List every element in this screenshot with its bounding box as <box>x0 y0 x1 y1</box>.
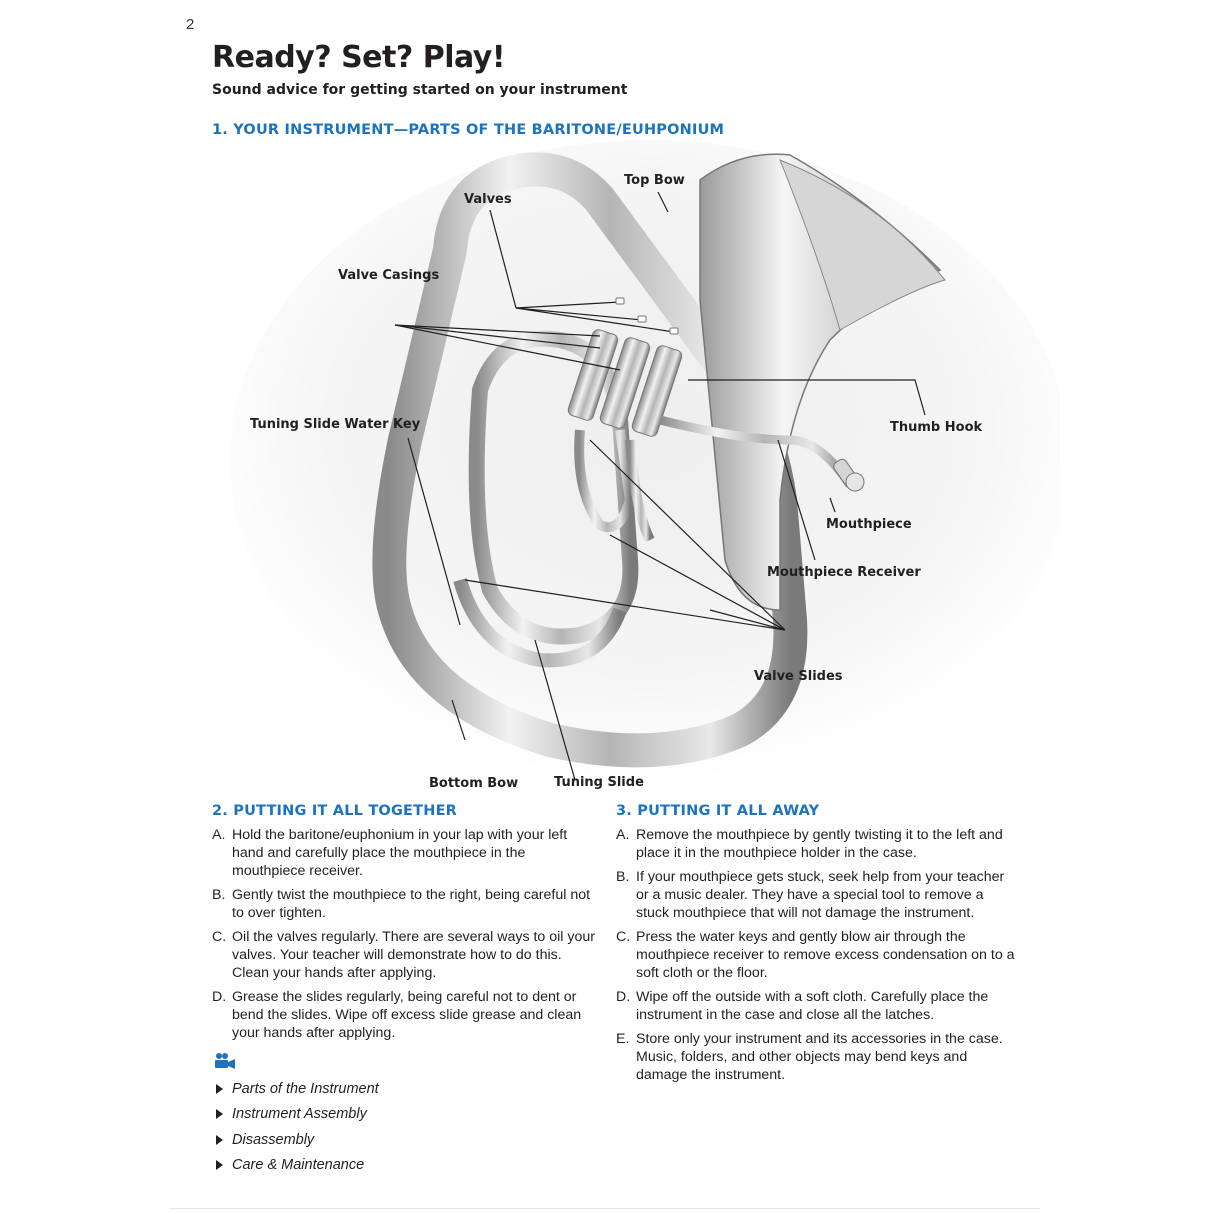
play-arrow-icon <box>216 1084 223 1094</box>
label-valve-slides: Valve Slides <box>754 669 843 684</box>
video-link-care[interactable]: Care & Maintenance <box>216 1155 379 1180</box>
euphonium-diagram: Top Bow Valves Valve Casings Tuning Slid… <box>180 140 1060 810</box>
list-item: A.Remove the mouthpiece by gently twisti… <box>616 827 1003 861</box>
label-valves: Valves <box>464 192 512 207</box>
label-mouthpiece-receiver: Mouthpiece Receiver <box>767 565 921 580</box>
euphonium-illustration <box>230 140 1060 781</box>
section-3-heading: 3. PUTTING IT ALL AWAY <box>616 803 820 819</box>
list-item: B.If your mouthpiece gets stuck, seek he… <box>616 869 1005 921</box>
list-item: E.Store only your instrument and its acc… <box>616 1031 1003 1083</box>
video-link-parts[interactable]: Parts of the Instrument <box>216 1079 379 1104</box>
footer-divider <box>170 1208 1040 1209</box>
play-arrow-icon <box>216 1109 223 1120</box>
page-number: 2 <box>186 16 195 33</box>
label-tuning-slide: Tuning Slide <box>554 775 644 790</box>
list-item: D.Wipe off the outside with a soft cloth… <box>616 989 989 1023</box>
video-links-list: Parts of the Instrument Instrument Assem… <box>216 1079 379 1180</box>
label-mouthpiece: Mouthpiece <box>826 517 912 532</box>
play-arrow-icon <box>216 1159 223 1170</box>
label-thumb-hook: Thumb Hook <box>890 420 983 435</box>
label-bottom-bow: Bottom Bow <box>429 776 519 791</box>
section-1-heading: 1. YOUR INSTRUMENT—PARTS OF THE BARITONE… <box>212 122 725 138</box>
list-item: D.Grease the slides regularly, being car… <box>212 989 582 1041</box>
video-camera-icon <box>214 1052 236 1070</box>
storage-steps-list: A.Remove the mouthpiece by gently twisti… <box>616 826 1016 1090</box>
page-title: Ready? Set? Play! <box>212 40 506 75</box>
video-link-disassembly[interactable]: Disassembly <box>216 1130 379 1155</box>
page-subtitle: Sound advice for getting started on your… <box>212 82 628 98</box>
label-top-bow: Top Bow <box>624 173 685 188</box>
list-item: A.Hold the baritone/euphonium in your la… <box>212 827 568 879</box>
label-tuning-slide-water-key: Tuning Slide Water Key <box>250 417 421 432</box>
list-item: B.Gently twist the mouthpiece to the rig… <box>212 887 591 921</box>
assembly-steps-list: A.Hold the baritone/euphonium in your la… <box>212 826 602 1048</box>
list-item: C.Oil the valves regularly. There are se… <box>212 929 595 981</box>
section-2-heading: 2. PUTTING IT ALL TOGETHER <box>212 803 458 819</box>
play-arrow-icon <box>216 1134 223 1145</box>
list-item: C.Press the water keys and gently blow a… <box>616 929 1015 981</box>
label-valve-casings: Valve Casings <box>338 268 440 283</box>
video-link-assembly[interactable]: Instrument Assembly <box>216 1104 379 1129</box>
